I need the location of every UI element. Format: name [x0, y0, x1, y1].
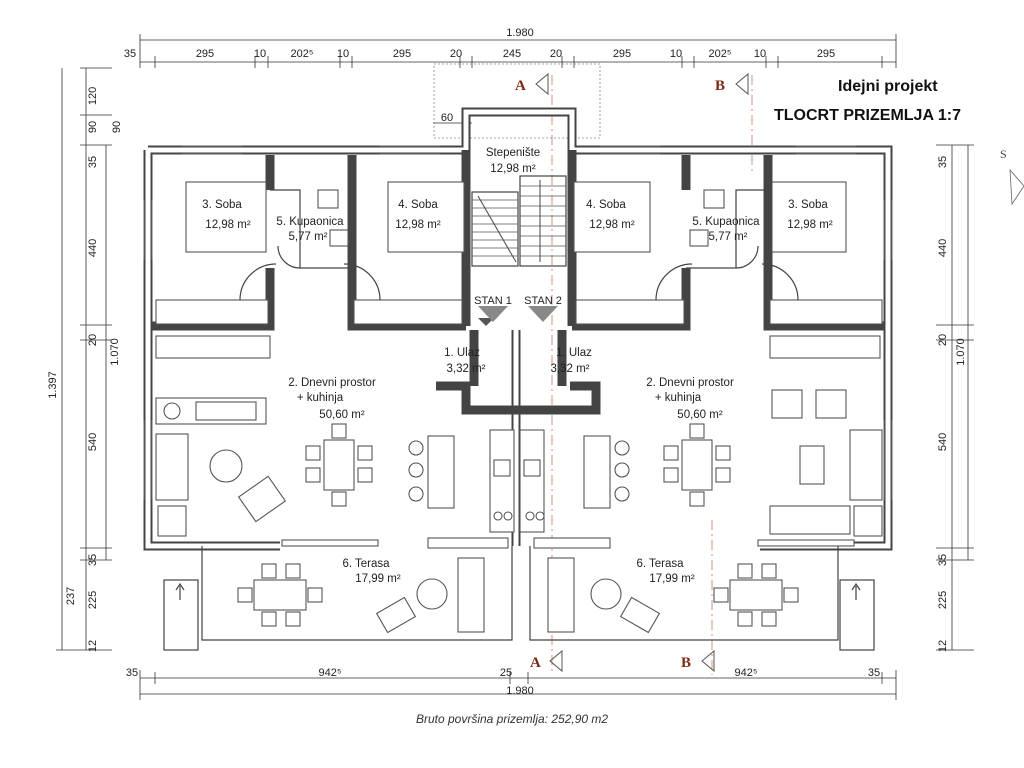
room-area: 5,77 m² — [709, 231, 748, 243]
room-name: 6. Terasa — [342, 558, 390, 570]
dim-top-seg: 10 — [670, 48, 682, 60]
dim-right-seg: 225 — [937, 591, 949, 609]
dim-left-seg: 12 — [87, 640, 99, 652]
room-name-2: + kuhinja — [655, 392, 702, 404]
room-name: 5. Kupaonica — [692, 216, 760, 228]
dim-top-seg: 295 — [817, 48, 835, 60]
dim-right-seg: 20 — [937, 334, 949, 346]
room-name: 1. Ulaz — [444, 347, 480, 359]
room-area: 3,32 m² — [447, 363, 486, 375]
room-labels: Stepenište 12,98 m² 3. Soba 12,98 m² 5. … — [202, 147, 833, 585]
room-name: Stepenište — [486, 147, 540, 159]
stair-label-stan2: STAN 2 — [524, 295, 562, 307]
dim-top-seg: 20 — [450, 48, 462, 60]
room-name-2: + kuhinja — [297, 392, 344, 404]
dim-left-total: 1.397 — [47, 371, 59, 399]
terraces — [163, 537, 875, 651]
dim-left-seg: 90 — [87, 121, 99, 133]
room-area: 17,99 m² — [355, 573, 401, 585]
room-area: 17,99 m² — [649, 573, 695, 585]
top-dimension-chain: 1.980 35 295 10 202⁵ 10 295 20 245 20 29… — [124, 27, 897, 124]
dim-top-seg: 295 — [393, 48, 411, 60]
dim-top-seg: 10 — [254, 48, 266, 60]
dim-top-seg: 202⁵ — [709, 48, 732, 60]
dim-right-seg: 440 — [937, 239, 949, 257]
room-area: 12,98 m² — [205, 219, 251, 231]
room-area: 3,32 m² — [551, 363, 590, 375]
dim-top-seg: 202⁵ — [291, 48, 314, 60]
dim-top-seg: 295 — [196, 48, 214, 60]
dim-top-seg: 295 — [613, 48, 631, 60]
dim-left-seg: 440 — [87, 239, 99, 257]
room-name: 1. Ulaz — [556, 347, 592, 359]
dim-right-seg: 35 — [937, 156, 949, 168]
dim-right-seg: 35 — [937, 554, 949, 566]
dim-left-inner-total: 1.070 — [109, 338, 121, 366]
room-name: 3. Soba — [788, 199, 828, 211]
room-area: 12,98 m² — [490, 163, 536, 175]
dim-right-seg: 540 — [937, 433, 949, 451]
windows — [143, 145, 893, 500]
dim-left-seg: 237 — [65, 587, 77, 605]
compass-icon: S — [1000, 147, 1024, 206]
gross-area-caption: Bruto površina prizemlja: 252,90 m2 — [415, 712, 609, 726]
dim-bottom-seg: 942⁵ — [735, 667, 758, 679]
dim-left-seg: 90 — [111, 121, 123, 133]
title-line-1: Idejni projekt — [838, 78, 938, 95]
compass-letter: S — [1000, 147, 1007, 161]
dim-top-seg: 10 — [754, 48, 766, 60]
dim-top-total: 1.980 — [506, 27, 534, 39]
bedroom-furniture — [155, 181, 883, 325]
dim-left-seg: 120 — [87, 87, 99, 105]
right-dimension-chain: 35 440 20 540 35 225 12 1.070 — [936, 144, 974, 652]
stair-label-stan1: STAN 1 — [474, 295, 512, 307]
section-a-bottom: A — [530, 655, 541, 671]
dim-right-total: 1.070 — [955, 338, 967, 366]
room-name: 2. Dnevni prostor — [646, 377, 734, 389]
room-name: 4. Soba — [398, 199, 438, 211]
stan2-arrow-icon — [528, 306, 558, 322]
dim-top-seg: 20 — [550, 48, 562, 60]
dim-left-seg: 225 — [87, 591, 99, 609]
section-b-top: B — [715, 78, 725, 94]
section-a-top: A — [515, 78, 526, 94]
room-area: 50,60 m² — [319, 409, 365, 421]
interior-walls — [152, 155, 884, 415]
room-name: 5. Kupaonica — [276, 216, 344, 228]
dim-left-seg: 35 — [87, 156, 99, 168]
bottom-dimension-chain: 35 942⁵ 25 942⁵ 35 1.980 — [126, 667, 897, 700]
dim-bottom-total: 1.980 — [506, 685, 534, 697]
room-name: 4. Soba — [586, 199, 626, 211]
dim-left-seg: 20 — [87, 334, 99, 346]
dim-bottom-seg: 25 — [500, 667, 512, 679]
dim-bottom-seg: 942⁵ — [319, 667, 342, 679]
stan1-arrow-icon — [478, 306, 508, 322]
room-area: 12,98 m² — [395, 219, 441, 231]
dim-right-seg: 12 — [937, 640, 949, 652]
dim-top-seg: 35 — [124, 48, 136, 60]
exterior-walls — [143, 107, 893, 551]
room-name: 6. Terasa — [636, 558, 684, 570]
room-area: 12,98 m² — [787, 219, 833, 231]
room-area: 50,60 m² — [677, 409, 723, 421]
dim-bottom-seg: 35 — [126, 667, 138, 679]
dim-left-seg: 540 — [87, 433, 99, 451]
room-name: 2. Dnevni prostor — [288, 377, 376, 389]
bathroom-fixtures — [317, 189, 725, 247]
room-area: 12,98 m² — [589, 219, 635, 231]
dim-top-seg: 10 — [337, 48, 349, 60]
staircase: STAN 1 STAN 2 — [471, 175, 567, 326]
dim-stair-width: 60 — [441, 112, 453, 124]
title-line-2: TLOCRT PRIZEMLJA 1:7 — [774, 107, 961, 124]
living-furniture — [155, 335, 883, 537]
room-area: 5,77 m² — [289, 231, 328, 243]
left-dimension-chain: 120 90 90 35 440 20 540 35 225 237 12 1.… — [47, 67, 123, 652]
dim-left-seg: 35 — [87, 554, 99, 566]
dim-bottom-seg: 35 — [868, 667, 880, 679]
section-b-bottom: B — [681, 655, 691, 671]
dim-top-seg: 245 — [503, 48, 521, 60]
room-name: 3. Soba — [202, 199, 242, 211]
